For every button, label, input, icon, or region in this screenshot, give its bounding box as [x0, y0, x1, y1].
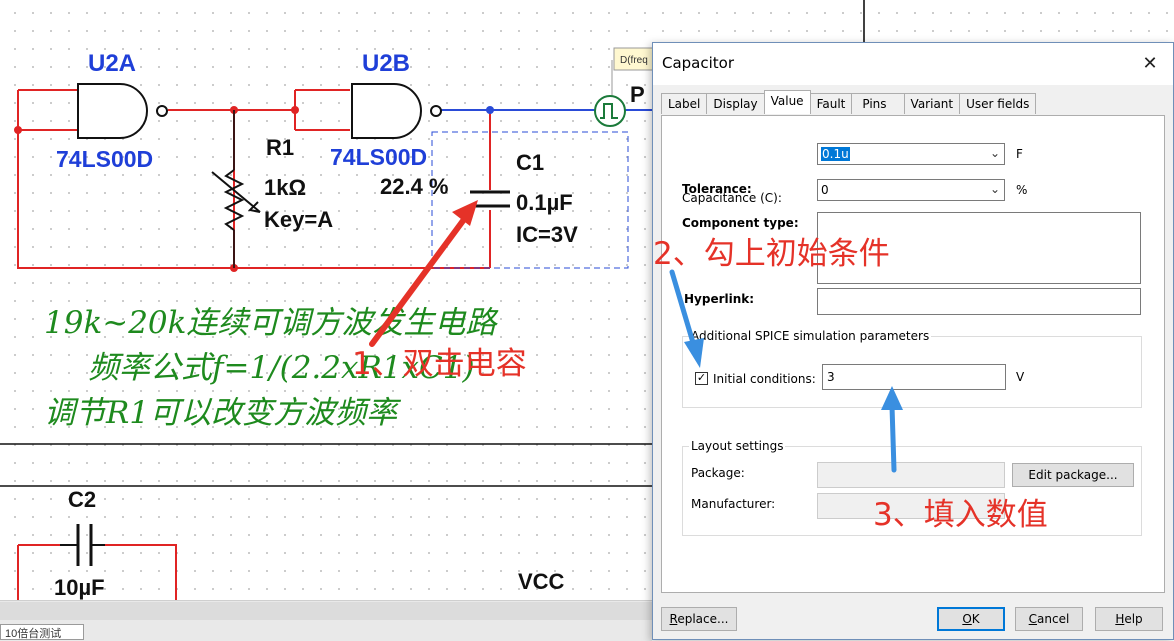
note-line-3: 调节R1可以改变方波频率: [44, 395, 401, 431]
capacitance-unit: F: [1016, 147, 1023, 161]
c2-name: C2: [68, 487, 96, 512]
manufacturer-field: [817, 493, 1005, 519]
u2a-part: 74LS00D: [56, 146, 153, 172]
dialog-tabs: Label Display Value Fault Pins Variant U…: [661, 90, 1037, 115]
note-line-2: 频率公式f=1/(2.2xR1xC1): [88, 350, 475, 386]
initial-conditions-input[interactable]: 3: [822, 364, 1006, 390]
close-icon[interactable]: ✕: [1142, 52, 1158, 73]
capacitor-c1: [470, 190, 510, 208]
tab-display[interactable]: Display: [706, 93, 765, 114]
capacitance-label: Capacitance (C):: [682, 191, 782, 205]
tab-variant[interactable]: Variant: [903, 93, 961, 114]
component-type-label: Component type:: [682, 216, 799, 230]
horizontal-scrollbar[interactable]: [0, 602, 652, 620]
tab-fault[interactable]: Fault: [809, 93, 853, 114]
r1-percent: 22.4 %: [380, 174, 449, 199]
c1-name: C1: [516, 150, 544, 175]
nand-gate-u2a: [77, 83, 168, 139]
component-type-field[interactable]: [817, 212, 1141, 284]
note-line-1: 19k~20k连续可调方波发生电路: [44, 305, 499, 341]
u2b-part: 74LS00D: [330, 144, 427, 170]
tolerance-combo[interactable]: 0 ⌄: [817, 179, 1005, 201]
capacitor-c2: [76, 524, 93, 566]
capacitance-combo[interactable]: 0.1u ⌄: [817, 143, 1005, 165]
hyperlink-field[interactable]: [817, 288, 1141, 315]
c1-ic: IC=3V: [516, 222, 578, 247]
help-button[interactable]: Help: [1095, 607, 1163, 631]
layout-settings-group: [682, 446, 1142, 536]
package-field: [817, 462, 1005, 488]
tab-pins[interactable]: Pins: [851, 93, 905, 114]
c1-selection-box: [431, 131, 629, 269]
frequency-probe-icon: [594, 47, 655, 127]
layout-group-title: Layout settings: [689, 439, 786, 453]
vcc-label: VCC: [518, 569, 565, 594]
value-tab-panel: Capacitance (C): 0.1u ⌄ F Tolerance: 0 ⌄…: [661, 115, 1165, 593]
package-label: Package:: [691, 466, 745, 480]
tolerance-label: Tolerance:: [682, 182, 752, 196]
manufacturer-label: Manufacturer:: [691, 497, 776, 511]
capacitor-dialog: Capacitor ✕ Label Display Value Fault Pi…: [652, 42, 1174, 640]
chevron-down-icon[interactable]: ⌄: [989, 182, 1000, 196]
probe-label: D(freq: [620, 55, 648, 66]
tab-label[interactable]: Label: [661, 93, 708, 114]
initial-conditions-unit: V: [1016, 370, 1025, 384]
ok-button[interactable]: OK: [937, 607, 1005, 631]
r1-key: Key=A: [264, 207, 333, 232]
c1-value: 0.1µF: [516, 190, 573, 215]
tolerance-unit: %: [1016, 183, 1028, 197]
hyperlink-label: Hyperlink:: [684, 292, 755, 306]
sheet-tab[interactable]: 10倍台测试: [0, 624, 84, 640]
tolerance-value: 0: [821, 183, 829, 197]
dialog-titlebar[interactable]: Capacitor ✕: [653, 43, 1173, 85]
dialog-title: Capacitor: [662, 54, 735, 72]
chevron-down-icon[interactable]: ⌄: [989, 146, 1000, 160]
capacitance-value: 0.1u: [821, 147, 850, 161]
u2a-name: U2A: [88, 50, 136, 77]
probe-letter: P: [630, 82, 645, 107]
r1-value: 1kΩ: [264, 175, 306, 200]
cancel-button[interactable]: Cancel: [1015, 607, 1083, 631]
edit-package-button[interactable]: Edit package...: [1012, 463, 1134, 487]
tab-value[interactable]: Value: [763, 90, 811, 114]
replace-button[interactable]: Replace...: [661, 607, 737, 631]
initial-conditions-checkbox[interactable]: ✓: [695, 372, 708, 385]
initial-conditions-label: Initial conditions:: [713, 372, 816, 386]
tab-user-fields[interactable]: User fields: [959, 93, 1037, 114]
u2b-name: U2B: [362, 50, 410, 77]
spice-group-title: Additional SPICE simulation parameters: [689, 329, 932, 343]
potentiometer-r1: [211, 169, 261, 231]
nand-gate-u2b: [351, 83, 442, 139]
c2-value: 10µF: [54, 575, 105, 600]
r1-name: R1: [266, 135, 294, 160]
